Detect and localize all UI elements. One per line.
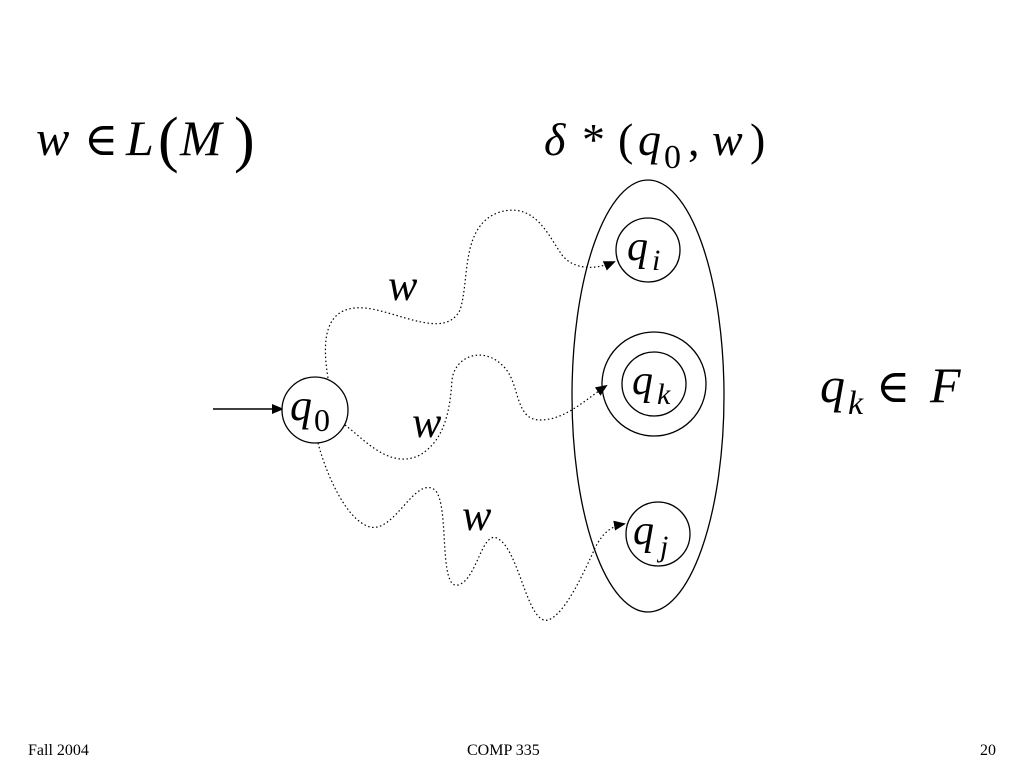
formula-w: w [36, 110, 69, 166]
delta-open-paren: ( [618, 114, 633, 165]
path-q0-to-qk [344, 354, 608, 460]
path-q0-to-qj [317, 442, 626, 621]
delta-q-subscript: 0 [664, 139, 681, 176]
footer-page-number: 20 [980, 742, 996, 759]
state-q0-circle [281, 376, 349, 444]
state-qk-label: q [632, 358, 653, 404]
state-qj: q j [625, 501, 691, 567]
formula-delta-star: δ * ( q 0 , w ) [544, 114, 765, 176]
formula-close-paren: ) [234, 106, 255, 174]
state-qj-label: q [633, 508, 654, 554]
state-q0-label: q [290, 381, 312, 430]
state-qi-subscript: i [652, 244, 660, 277]
reachable-set-ellipse [571, 179, 725, 613]
final-element-of: ∈ [876, 361, 910, 412]
formula-membership: w ∈ L ( M ) [36, 106, 255, 174]
state-qi-circle [615, 217, 681, 283]
final-F: F [929, 357, 961, 413]
formula-L: L [125, 110, 154, 166]
formula-final-membership: q k ∈ F [820, 357, 961, 422]
state-qk-subscript: k [657, 378, 671, 411]
state-qk-inner-circle [621, 351, 687, 417]
footer-course: COMP 335 [467, 742, 540, 759]
formula-M: M [179, 110, 224, 166]
delta-comma: , [688, 114, 700, 165]
formula-element-of: ∈ [84, 114, 118, 165]
state-qj-subscript: j [656, 530, 668, 563]
path-label-middle: w [412, 398, 442, 447]
formula-open-paren: ( [158, 106, 179, 174]
state-qi: q i [615, 217, 681, 283]
state-qk: q k [601, 331, 707, 437]
state-q0: q 0 [281, 376, 349, 444]
path-q0-to-qi [324, 209, 616, 379]
delta-q: q [638, 114, 661, 165]
final-q-subscript: k [848, 385, 864, 422]
state-qi-label: q [627, 224, 648, 270]
path-label-lower: w [462, 491, 492, 540]
delta-w: w [712, 114, 743, 165]
state-qj-circle [625, 501, 691, 567]
path-label-upper: w [388, 261, 418, 310]
final-q: q [820, 357, 845, 413]
delta-symbol: δ [544, 114, 566, 165]
state-q0-subscript: 0 [314, 402, 330, 438]
footer-term: Fall 2004 [28, 742, 89, 759]
state-qk-outer-circle [601, 331, 707, 437]
star-symbol: * [582, 114, 605, 165]
delta-close-paren: ) [750, 114, 765, 165]
